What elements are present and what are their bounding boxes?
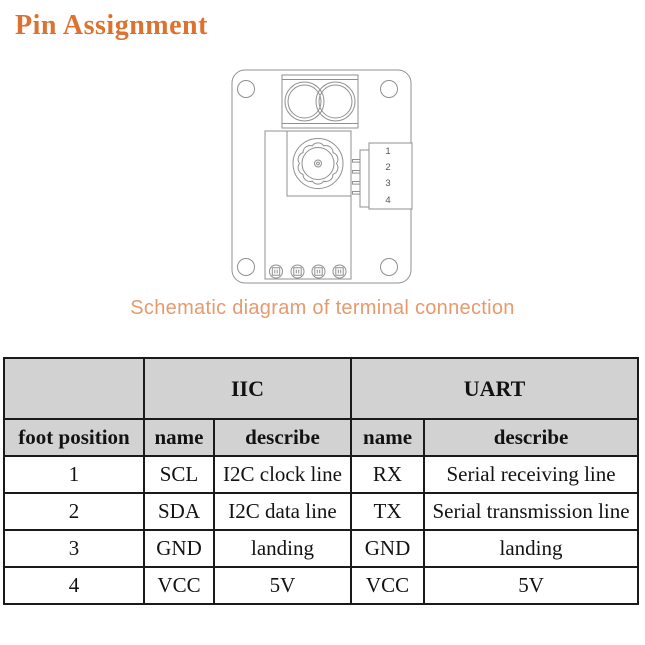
col-header-iic-name: name	[143, 418, 215, 457]
cell-iic-describe: 5V	[212, 566, 353, 605]
cell-foot-position: 1	[3, 455, 145, 494]
lens-assembly	[282, 75, 358, 128]
pin-label-1: 1	[385, 146, 390, 157]
schematic-caption: Schematic diagram of terminal connection	[130, 297, 515, 319]
table-row: 3 GND landing GND landing	[3, 529, 640, 568]
page-title: Pin Assignment	[15, 10, 208, 41]
pin-assignment-table: IIC UART foot position name describe nam…	[3, 357, 640, 605]
col-header-uart-name: name	[350, 418, 426, 457]
mounting-hole-icons	[238, 81, 398, 276]
terminal-connection-schematic: 1 2 3 4	[225, 60, 420, 295]
module-body	[265, 131, 351, 279]
cell-uart-name: GND	[350, 529, 426, 568]
pin-label-3: 3	[385, 178, 390, 189]
pin-connector: 1 2 3 4	[353, 143, 413, 209]
sensor-dial	[293, 139, 343, 189]
cell-iic-name: GND	[143, 529, 215, 568]
cell-uart-name: VCC	[350, 566, 426, 605]
group-header-uart: UART	[350, 357, 640, 420]
pin-label-2: 2	[385, 162, 390, 173]
cell-iic-name: VCC	[143, 566, 215, 605]
cell-iic-name: SCL	[143, 455, 215, 494]
cell-iic-describe: landing	[212, 529, 353, 568]
col-header-foot-position: foot position	[3, 418, 145, 457]
cell-iic-name: SDA	[143, 492, 215, 531]
col-header-uart-describe: describe	[423, 418, 640, 457]
cell-iic-describe: I2C clock line	[212, 455, 353, 494]
cell-foot-position: 4	[3, 566, 145, 605]
cell-uart-name: TX	[350, 492, 426, 531]
solder-terminal-icons	[270, 265, 347, 278]
col-header-iic-describe: describe	[212, 418, 353, 457]
table-group-header-row: IIC UART	[3, 357, 640, 420]
cell-uart-name: RX	[350, 455, 426, 494]
cell-uart-describe: 5V	[423, 566, 640, 605]
table-row: 2 SDA I2C data line TX Serial transmissi…	[3, 492, 640, 531]
group-header-iic: IIC	[142, 357, 353, 420]
cell-foot-position: 3	[3, 529, 145, 568]
empty-corner-cell	[3, 357, 145, 420]
cell-foot-position: 2	[3, 492, 145, 531]
table-row: 1 SCL I2C clock line RX Serial receiving…	[3, 455, 640, 494]
cell-iic-describe: I2C data line	[212, 492, 353, 531]
pin-label-4: 4	[385, 195, 390, 206]
cell-uart-describe: landing	[423, 529, 640, 568]
cell-uart-describe: Serial transmission line	[423, 492, 640, 531]
cell-uart-describe: Serial receiving line	[423, 455, 640, 494]
table-column-header-row: foot position name describe name describ…	[3, 418, 640, 457]
table-row: 4 VCC 5V VCC 5V	[3, 566, 640, 605]
